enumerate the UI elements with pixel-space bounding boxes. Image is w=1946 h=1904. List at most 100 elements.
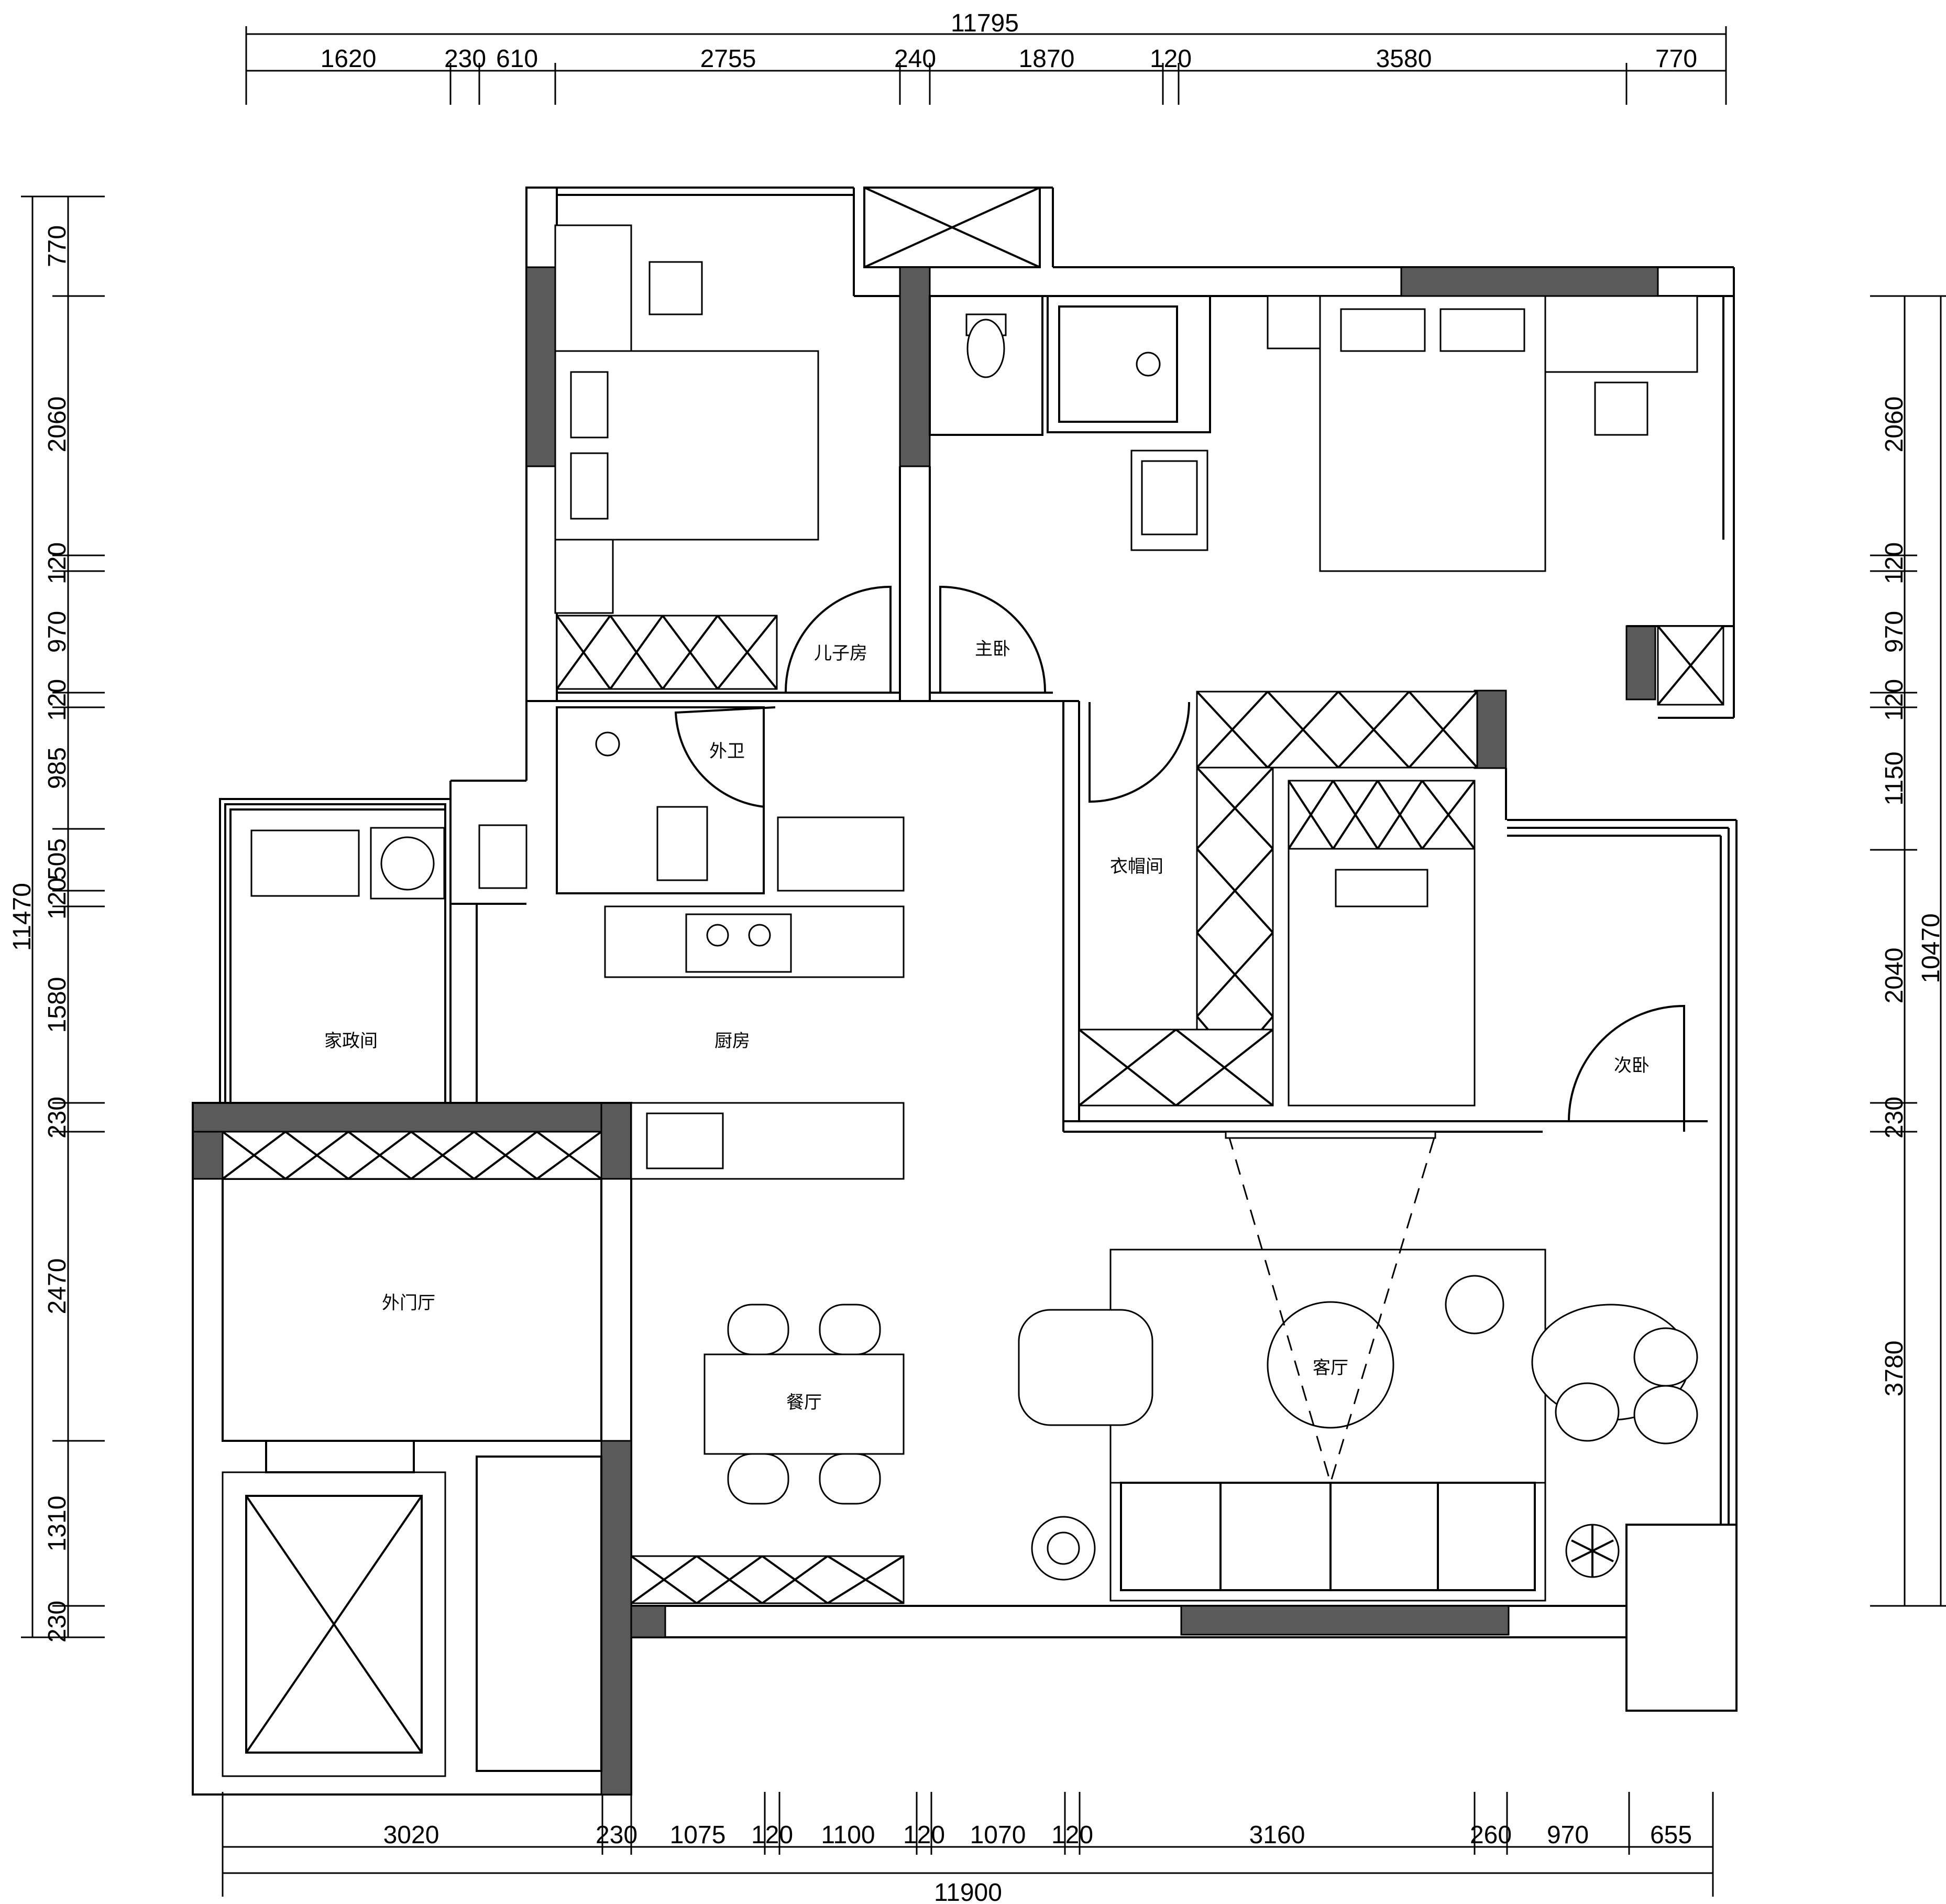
label-entrance-hall: 外门厅	[382, 1293, 435, 1314]
right-dim-1: 2060	[1881, 397, 1908, 453]
second-wardrobe	[1288, 780, 1476, 850]
bottom-dim-1: 3020	[383, 1821, 439, 1849]
label-master-bedroom: 主卧	[975, 639, 1010, 660]
walls	[192, 187, 1738, 1796]
right-dim-8: 3780	[1881, 1341, 1908, 1397]
bottom-dim-3: 1075	[670, 1821, 726, 1849]
bottom-dim-6: 120	[903, 1821, 945, 1849]
elevator-shaft	[222, 1471, 446, 1777]
bottom-dim-5: 1100	[821, 1821, 875, 1849]
dining-table	[703, 1353, 905, 1455]
cloakroom-door[interactable]	[1089, 702, 1190, 803]
left-dimensions: 11470 770 2060 120 970 120 985 505 120 1…	[8, 195, 105, 1643]
pillow	[570, 371, 609, 439]
dining-cabinet	[630, 1555, 905, 1604]
nightstand	[1267, 295, 1321, 349]
son-room-door[interactable]	[784, 585, 892, 693]
left-dim-3: 120	[43, 542, 71, 584]
wall-segment	[630, 1605, 666, 1638]
right-dim-2: 120	[1881, 542, 1908, 584]
right-dim-5: 1150	[1881, 751, 1908, 805]
wall-segment	[192, 1102, 632, 1133]
sofa	[1109, 1482, 1546, 1602]
coffee-table	[1267, 1301, 1394, 1429]
wall-segment	[1400, 266, 1659, 297]
top-dim-5: 240	[894, 45, 936, 73]
bottom-dim-7: 1070	[970, 1821, 1026, 1849]
top-dim-7: 120	[1150, 45, 1192, 73]
toilet-icon	[656, 806, 708, 881]
bottom-dim-11: 970	[1547, 1821, 1589, 1849]
guest-bath-door[interactable]	[674, 706, 776, 808]
pillow	[1439, 308, 1525, 352]
top-dim-2: 230	[444, 45, 486, 73]
top-total-dimension: 11795	[951, 9, 1019, 37]
kitchen-sink	[777, 816, 905, 892]
master-door[interactable]	[939, 585, 1047, 693]
cloak-wardrobe	[1078, 691, 1478, 1107]
top-dimensions: 11795 1620 230 610 2755 240 1870 120 358…	[245, 9, 1727, 105]
bottom-dim-8: 120	[1051, 1821, 1093, 1849]
toilet-icon	[965, 313, 1007, 378]
dining-chair	[819, 1453, 881, 1505]
pillow	[570, 452, 609, 520]
bottom-dimensions: 3020 230 1075 120 1100 120 1070 120 3160…	[222, 1792, 1714, 1904]
pillow	[1335, 869, 1428, 907]
left-dim-11: 2470	[43, 1259, 71, 1315]
master-wardrobe	[1657, 625, 1724, 706]
label-living-room: 客厅	[1313, 1358, 1348, 1378]
label-utility-room: 家政间	[324, 1031, 378, 1052]
stove-icon	[685, 913, 792, 973]
left-dim-1: 770	[43, 225, 71, 267]
basin-icon	[595, 731, 620, 757]
dining-chair	[727, 1453, 789, 1505]
top-dim-1: 1620	[321, 45, 377, 73]
top-dim-6: 1870	[1019, 45, 1075, 73]
toilet-room	[929, 295, 1043, 436]
bottom-dim-4: 120	[751, 1821, 793, 1849]
label-dining-room: 餐厅	[786, 1392, 822, 1413]
bottom-dim-2: 230	[596, 1821, 637, 1849]
left-dim-4: 970	[43, 611, 71, 653]
left-dim-6: 985	[43, 747, 71, 789]
pillow	[1340, 308, 1426, 352]
dining-chair	[819, 1304, 881, 1355]
wall-column	[600, 1102, 632, 1180]
right-dim-4: 120	[1881, 679, 1908, 721]
drain-icon	[1136, 352, 1161, 377]
armchair	[1018, 1309, 1153, 1426]
stair	[476, 1456, 602, 1772]
left-dim-12: 1310	[43, 1496, 71, 1552]
room-labels: 儿子房 主卧 外卫 衣帽间 次卧 家政间 厨房 外门厅 餐厅 客厅	[324, 639, 1650, 1413]
left-dim-7: 505	[43, 838, 71, 880]
tv-view-line	[1227, 1134, 1436, 1486]
wall-segment	[1180, 1605, 1510, 1636]
chair	[1594, 381, 1648, 436]
top-dim-4: 2755	[700, 45, 756, 73]
left-total-dimension: 11470	[8, 883, 36, 951]
left-dim-10: 230	[43, 1097, 71, 1139]
label-second-bedroom: 次卧	[1614, 1055, 1650, 1076]
desk-chair	[648, 261, 703, 315]
entrance-cabinet	[222, 1131, 602, 1180]
wall-column	[899, 266, 931, 467]
right-dim-7: 230	[1881, 1097, 1908, 1139]
right-dim-6: 2040	[1881, 948, 1908, 1004]
tv	[1225, 1131, 1436, 1139]
bottom-dim-9: 3160	[1249, 1821, 1305, 1849]
right-dim-3: 970	[1881, 611, 1908, 653]
second-bedroom-door[interactable]	[1568, 1004, 1685, 1132]
bottom-dim-12: 655	[1650, 1821, 1692, 1849]
guest-bath	[556, 706, 765, 894]
right-dimensions: 2060 120 970 120 1150 2040 230 3780 1047…	[1870, 295, 1946, 1607]
top-dim-8: 3580	[1376, 45, 1432, 73]
dining-chair	[727, 1304, 789, 1355]
plant-icon	[1565, 1524, 1620, 1578]
sink-unit	[250, 829, 360, 897]
bottom-dim-10: 260	[1470, 1821, 1512, 1849]
island-sink	[646, 1112, 724, 1169]
nightstand	[554, 224, 632, 352]
wall-column	[525, 266, 556, 467]
label-kitchen: 厨房	[714, 1031, 750, 1052]
